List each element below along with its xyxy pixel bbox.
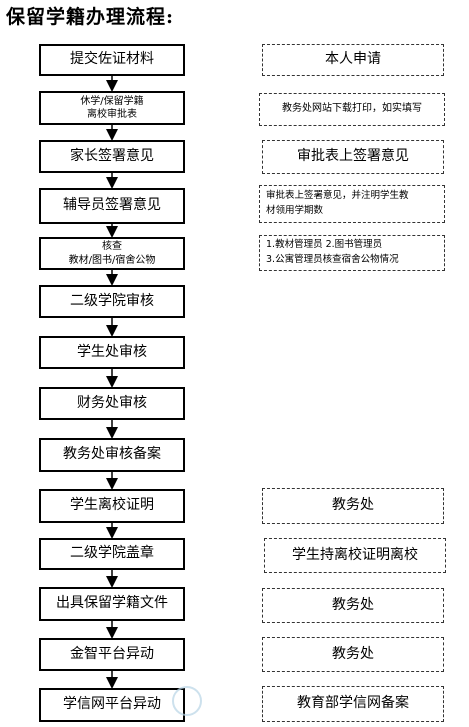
step-label: 家长签署意见 [70, 147, 154, 164]
note-text: 教务处 [332, 645, 374, 662]
note-text: 本人申请 [325, 51, 381, 68]
step-issue-document: 出具保留学籍文件 [39, 587, 185, 621]
step-approval-form: 休学/保留学籍 离校审批表 [39, 91, 185, 125]
step-label: 金智平台异动 [70, 645, 154, 662]
step-counselor-opinion: 辅导员签署意见 [39, 188, 185, 224]
note-leave-with-certificate: 学生持离校证明离校 [264, 538, 446, 573]
step-label-line1: 休学/保留学籍 [80, 95, 144, 107]
step-college-review: 二级学院审核 [39, 285, 185, 318]
step-label-line2: 离校审批表 [87, 109, 137, 120]
step-submit-evidence: 提交佐证材料 [39, 44, 185, 76]
note-line2: 3.公寓管理员核查宿舍公物情况 [266, 254, 399, 265]
step-finance-review: 财务处审核 [39, 387, 185, 420]
step-xuexin-platform: 学信网平台异动 [39, 688, 185, 722]
note-line1: 审批表上签署意见，并注明学生教 [266, 190, 409, 202]
step-label: 辅导员签署意见 [63, 197, 161, 214]
step-label: 二级学院审核 [70, 292, 154, 309]
note-line2: 材领用学期数 [266, 205, 324, 216]
note-xuexin-filing: 教育部学信网备案 [262, 686, 444, 722]
note-academic-office-2: 教务处 [262, 588, 444, 623]
step-parent-opinion: 家长签署意见 [39, 140, 185, 173]
step-college-stamp: 二级学院盖章 [39, 538, 185, 570]
note-text: 教务处网站下载打印，如实填写 [282, 103, 422, 115]
note-text: 学生持离校证明离校 [292, 546, 418, 563]
step-label: 学信网平台异动 [63, 696, 161, 713]
note-text: 审批表上签署意见 [297, 148, 409, 165]
step-jinzhi-platform: 金智平台异动 [39, 638, 185, 671]
page-title: 保留学籍办理流程: [6, 6, 175, 28]
step-label: 学生离校证明 [70, 497, 154, 514]
step-label-line1: 核查 [102, 241, 122, 252]
note-line1: 1.教材管理员 2.图书管理员 [266, 239, 383, 251]
step-label: 财务处审核 [77, 394, 147, 411]
step-leave-certificate: 学生离校证明 [39, 489, 185, 523]
step-verify-property: 核查 教材/图书/宿舍公物 [39, 237, 185, 270]
watermark-seal-icon [172, 686, 202, 716]
note-self-apply: 本人申请 [262, 44, 444, 76]
step-label-line2: 教材/图书/宿舍公物 [68, 254, 156, 266]
note-approval-sign: 审批表上签署意见 [262, 140, 444, 174]
step-label: 二级学院盖章 [70, 545, 154, 562]
note-text: 教育部学信网备案 [297, 695, 409, 712]
step-label: 出具保留学籍文件 [56, 595, 168, 612]
note-text: 教务处 [332, 596, 374, 613]
note-counselor-detail: 审批表上签署意见，并注明学生教 材领用学期数 [259, 185, 445, 223]
step-student-affairs-review: 学生处审核 [39, 336, 185, 369]
note-academic-office-1: 教务处 [262, 488, 444, 524]
note-download-form: 教务处网站下载打印，如实填写 [259, 93, 445, 126]
step-label: 学生处审核 [77, 343, 147, 360]
step-academic-filing: 教务处审核备案 [39, 438, 185, 472]
note-verify-detail: 1.教材管理员 2.图书管理员 3.公寓管理员核查宿舍公物情况 [259, 235, 445, 271]
note-academic-office-3: 教务处 [262, 637, 444, 672]
step-label: 教务处审核备案 [63, 446, 161, 463]
step-label: 提交佐证材料 [70, 51, 154, 68]
note-text: 教务处 [332, 497, 374, 514]
